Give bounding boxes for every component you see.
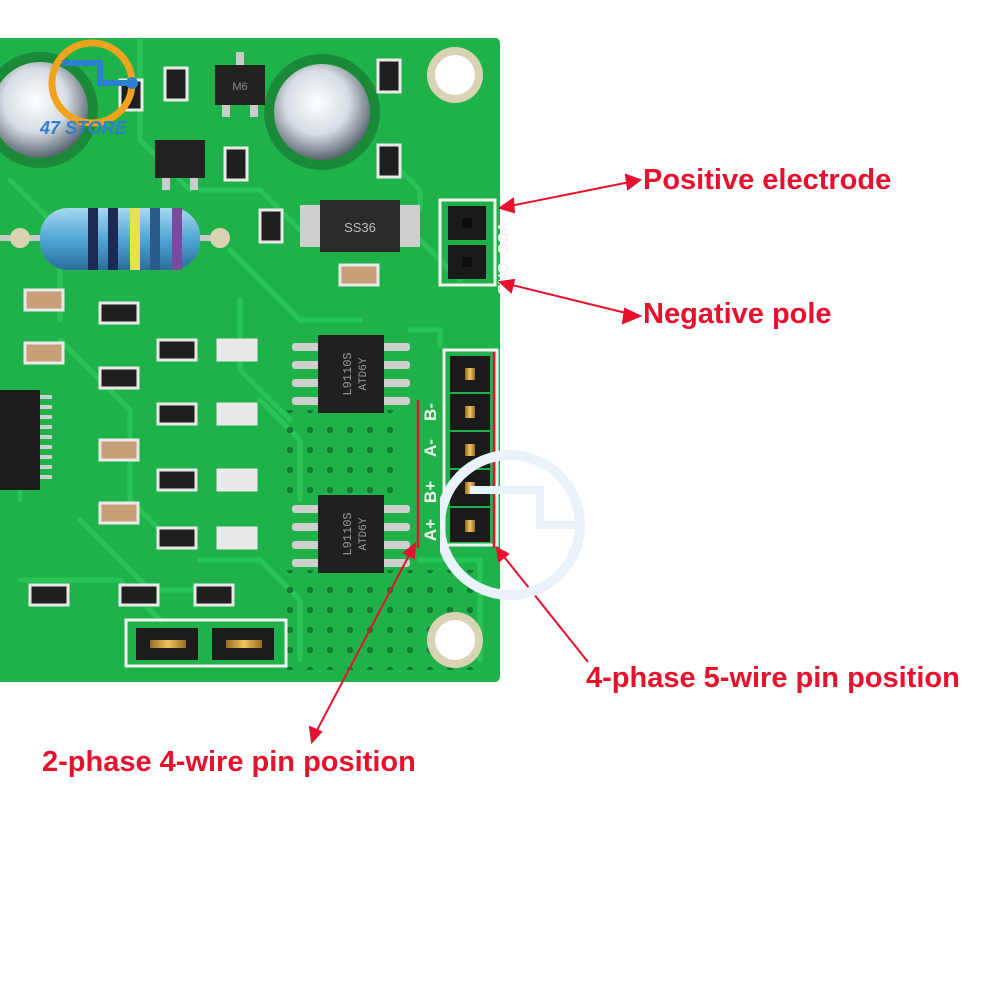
label-negative-pole: Negative pole <box>643 298 832 330</box>
driver-ic-1: L9110S ATD6Y <box>292 335 410 413</box>
label-four-phase-five-wire: 4-phase 5-wire pin position <box>586 662 960 694</box>
diode-ss36: SS36 <box>300 200 420 252</box>
jumper-header <box>124 618 288 668</box>
smd-components <box>23 58 402 607</box>
store-logo-watermark: 47 STORE <box>40 28 150 143</box>
phase-label-b-plus: B+ <box>421 481 440 503</box>
transistor-m6: M6 <box>215 52 265 117</box>
faded-logo-watermark <box>440 450 585 600</box>
phase-label-a-plus: A+ <box>421 519 440 541</box>
capacitor-right <box>264 54 380 170</box>
transistor-2 <box>155 140 205 190</box>
svg-text:ATD6Y: ATD6Y <box>358 517 370 550</box>
store-logo-text: 47 STORE <box>40 118 127 138</box>
capacitor-left <box>0 52 98 168</box>
svg-text:L9110S: L9110S <box>341 352 355 395</box>
phase-labels: B- A- B+ A+ <box>421 403 440 541</box>
via-field-1 <box>280 410 400 500</box>
phase-label-a-minus: A- <box>421 439 440 457</box>
svg-text:ATD6Y: ATD6Y <box>358 357 370 390</box>
power-header: VCC GND <box>438 198 511 296</box>
svg-text:SS36: SS36 <box>344 220 376 235</box>
driver-ic-2: L9110S ATD6Y <box>292 495 410 573</box>
svg-text:M6: M6 <box>232 81 247 93</box>
svg-text:L9110S: L9110S <box>341 512 355 555</box>
phase-label-b-minus: B- <box>421 403 440 421</box>
annotation-brackets <box>416 352 496 548</box>
power-resistor <box>0 208 230 270</box>
mounting-hole-top <box>427 47 483 103</box>
store-logo-icon <box>48 39 138 127</box>
svg-text:VCC: VCC <box>494 222 511 254</box>
controller-ic <box>0 390 52 490</box>
label-two-phase-four-wire: 2-phase 4-wire pin position <box>42 746 416 778</box>
mounting-hole-bottom <box>427 612 483 668</box>
label-positive-electrode: Positive electrode <box>643 164 892 196</box>
annotation-arrows <box>308 173 643 745</box>
